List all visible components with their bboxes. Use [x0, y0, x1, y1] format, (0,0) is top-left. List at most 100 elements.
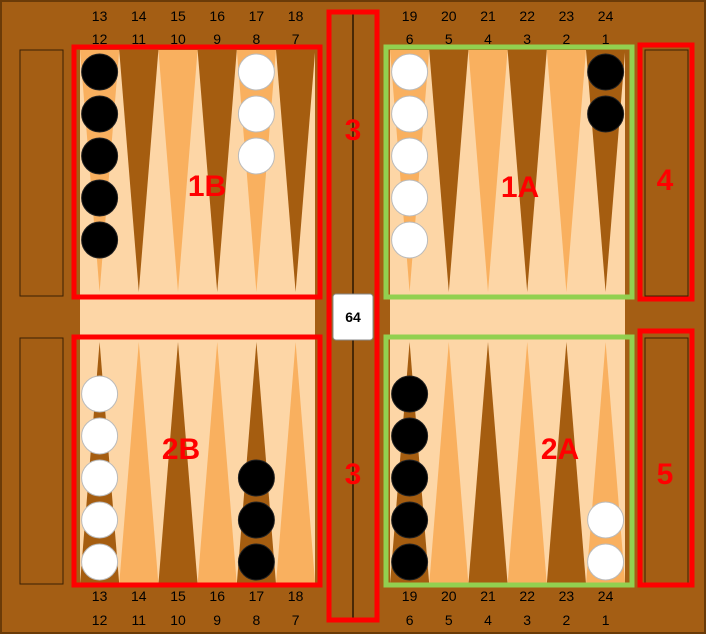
point-number: 9 [213, 31, 221, 47]
point-number: 11 [132, 612, 147, 628]
point-number: 6 [406, 31, 414, 47]
zone-2B-outline [71, 334, 323, 588]
checker-black[interactable] [587, 53, 625, 91]
point-top-5[interactable] [276, 50, 316, 292]
zone-label-1A: 1A [501, 171, 539, 204]
checker-white[interactable] [81, 543, 119, 581]
zone-tray-bottom-outline [637, 328, 695, 588]
point-top-3[interactable] [197, 50, 237, 292]
point-number: 18 [288, 588, 304, 604]
point-number: 24 [598, 8, 614, 24]
point-number: 3 [523, 31, 531, 47]
point-number: 2 [563, 31, 571, 47]
point-number: 21 [480, 588, 496, 604]
zone-tray-top-outline [637, 42, 695, 302]
point-top-10[interactable] [546, 50, 586, 292]
point-number: 16 [209, 588, 225, 604]
checker-black[interactable] [391, 501, 429, 539]
point-bottom-3[interactable] [197, 342, 237, 584]
point-number: 1 [602, 612, 610, 628]
zone-label-tray-top: 4 [657, 164, 674, 197]
checker-black[interactable] [81, 137, 119, 175]
checker-white[interactable] [391, 221, 429, 259]
doubling-cube[interactable]: 64 [332, 293, 374, 341]
zone-1A-outline [383, 44, 635, 300]
point-number: 23 [559, 588, 575, 604]
checker-black[interactable] [391, 543, 429, 581]
point-number: 14 [131, 8, 147, 24]
zone-label-bar-bottom: 3 [345, 458, 362, 491]
point-top-1[interactable] [119, 50, 159, 292]
point-bottom-1[interactable] [119, 342, 159, 584]
checker-white[interactable] [237, 53, 275, 91]
point-number: 20 [441, 588, 457, 604]
checker-white[interactable] [81, 459, 119, 497]
checker-black[interactable] [587, 95, 625, 133]
right-half-felt [390, 50, 625, 584]
point-number: 22 [519, 8, 535, 24]
point-number: 7 [292, 612, 300, 628]
point-number: 23 [559, 8, 575, 24]
point-bottom-7[interactable] [429, 342, 469, 584]
point-number: 14 [131, 588, 147, 604]
point-bottom-9[interactable] [507, 342, 547, 584]
point-top-9[interactable] [507, 50, 547, 292]
checker-white[interactable] [237, 137, 275, 175]
checker-black[interactable] [81, 95, 119, 133]
point-number: 2 [563, 612, 571, 628]
checker-white[interactable] [391, 179, 429, 217]
point-bottom-2[interactable] [158, 342, 198, 584]
zone-label-bar-top: 3 [345, 114, 362, 147]
point-number: 8 [253, 612, 261, 628]
checker-black[interactable] [237, 459, 275, 497]
point-bottom-10[interactable] [546, 342, 586, 584]
checker-black[interactable] [391, 375, 429, 413]
point-number: 16 [209, 8, 225, 24]
checker-black[interactable] [391, 459, 429, 497]
checker-white[interactable] [587, 543, 625, 581]
left-tray-bottom [19, 337, 64, 585]
right-tray-top[interactable] [644, 49, 689, 297]
point-number: 10 [170, 612, 186, 628]
checker-black[interactable] [237, 543, 275, 581]
checker-black[interactable] [81, 179, 119, 217]
point-number: 10 [170, 31, 186, 47]
checker-white[interactable] [391, 95, 429, 133]
point-number: 4 [484, 31, 492, 47]
point-number: 5 [445, 31, 453, 47]
point-bottom-5[interactable] [276, 342, 316, 584]
point-bottom-8[interactable] [468, 342, 508, 584]
point-number: 5 [445, 612, 453, 628]
right-tray-bottom[interactable] [644, 337, 689, 585]
checker-black[interactable] [237, 501, 275, 539]
checker-white[interactable] [237, 95, 275, 133]
checker-white[interactable] [81, 375, 119, 413]
point-top-8[interactable] [468, 50, 508, 292]
point-number: 12 [92, 612, 108, 628]
point-number: 4 [484, 612, 492, 628]
point-top-2[interactable] [158, 50, 198, 292]
checker-black[interactable] [391, 417, 429, 455]
zone-1B-outline [71, 44, 323, 300]
point-top-7[interactable] [429, 50, 469, 292]
checker-white[interactable] [81, 417, 119, 455]
checker-black[interactable] [81, 53, 119, 91]
point-number: 3 [523, 612, 531, 628]
checker-white[interactable] [81, 501, 119, 539]
point-number: 11 [132, 31, 147, 47]
left-half-felt [80, 50, 315, 584]
zone-label-2B: 2B [162, 433, 200, 466]
checker-white[interactable] [391, 137, 429, 175]
point-number: 12 [92, 31, 108, 47]
zone-label-1B: 1B [188, 170, 226, 203]
point-number: 8 [253, 31, 261, 47]
point-number: 19 [402, 588, 418, 604]
checker-white[interactable] [391, 53, 429, 91]
zone-2A-outline [383, 334, 635, 588]
point-number: 13 [92, 8, 108, 24]
point-number: 15 [170, 8, 186, 24]
point-number: 15 [170, 588, 186, 604]
checker-black[interactable] [81, 221, 119, 259]
checker-white[interactable] [587, 501, 625, 539]
